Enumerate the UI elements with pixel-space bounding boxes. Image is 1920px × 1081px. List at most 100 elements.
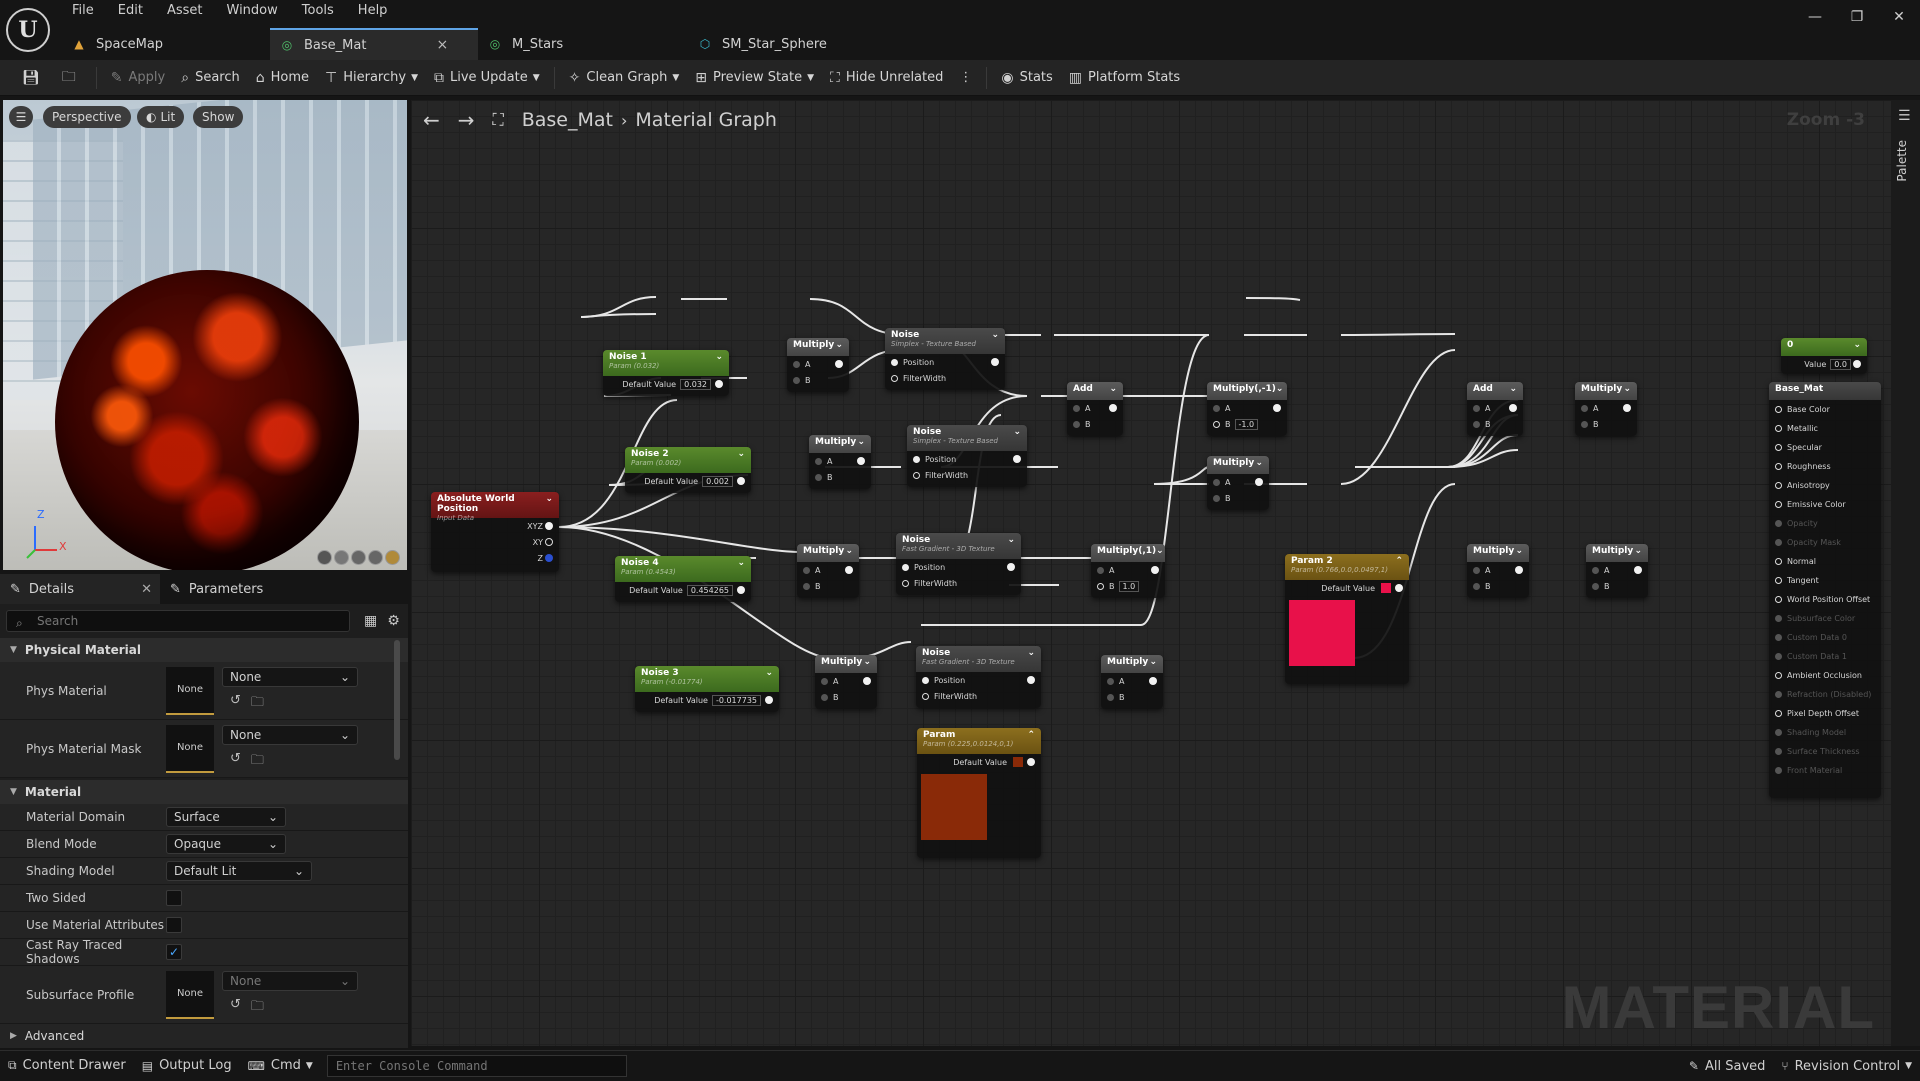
clean-graph-button[interactable]: ✧Clean Graph▼	[561, 64, 688, 92]
details-scrollbar[interactable]	[394, 640, 400, 760]
result-pin[interactable]: Roughness	[1769, 457, 1881, 476]
home-button[interactable]: ⌂Home	[248, 64, 317, 92]
search-button[interactable]: ⌕Search	[173, 64, 248, 92]
input-pin-b[interactable]: B	[815, 689, 877, 705]
output-pin-xy[interactable]: XY	[431, 534, 559, 550]
input-pin-b[interactable]: B	[809, 469, 871, 485]
tab-sm-star-sphere[interactable]: ⬡ SM_Star_Sphere	[688, 28, 888, 60]
node-multiply-3[interactable]: Multiply⌄ A B	[797, 544, 859, 598]
result-pin[interactable]: Metallic	[1769, 419, 1881, 438]
breadcrumb-asset[interactable]: Base_Mat	[521, 109, 613, 131]
output-log-button[interactable]: ▤Output Log	[134, 1051, 240, 1081]
input-pin-a[interactable]: A	[809, 453, 871, 469]
node-multiply-4[interactable]: Multiply⌄ A B	[815, 655, 877, 709]
input-pin-a[interactable]: A	[1207, 474, 1269, 490]
reset-arrow-icon[interactable]: ↺	[230, 996, 241, 1012]
reset-arrow-icon[interactable]: ↺	[230, 692, 241, 708]
save-button[interactable]: 💾︎	[14, 64, 54, 92]
shading-model-combo[interactable]: Default Lit⌄	[166, 861, 312, 881]
close-icon[interactable]: ✕	[141, 581, 152, 597]
node-add-1[interactable]: Add⌄ A B	[1067, 382, 1123, 436]
input-pin-a[interactable]: A	[787, 356, 849, 372]
breadcrumb-graph[interactable]: Material Graph	[635, 109, 777, 131]
result-pin[interactable]: Shading Model	[1769, 723, 1881, 742]
node-multiply-5[interactable]: Multiply⌄ A B	[1207, 456, 1269, 510]
input-pin-b[interactable]: B	[787, 372, 849, 388]
input-pin-position[interactable]: Position	[916, 672, 1041, 688]
result-pin[interactable]: Emissive Color	[1769, 495, 1881, 514]
input-pin-b[interactable]: B	[1586, 578, 1648, 594]
default-value-field[interactable]: 0.032	[680, 378, 711, 390]
cylinder-icon[interactable]	[317, 550, 332, 565]
tab-parameters[interactable]: ✎ Parameters	[160, 574, 273, 604]
use-material-attributes-checkbox[interactable]	[166, 917, 182, 933]
tab-m-stars[interactable]: ◎ M_Stars	[478, 28, 688, 60]
b-value-field[interactable]: 1.0	[1118, 580, 1140, 592]
section-advanced[interactable]: ▶ Advanced	[0, 1024, 408, 1048]
palette-tab[interactable]: Palette	[1895, 140, 1909, 182]
material-domain-combo[interactable]: Surface⌄	[166, 807, 286, 827]
result-pin[interactable]: Custom Data 0	[1769, 628, 1881, 647]
input-pin-b[interactable]: B	[1467, 416, 1523, 432]
hide-unrelated-button[interactable]: ⛶Hide Unrelated	[822, 64, 951, 92]
forward-arrow-icon[interactable]: →	[457, 108, 475, 132]
blend-mode-combo[interactable]: Opaque⌄	[166, 834, 286, 854]
tab-base-mat[interactable]: ◎ Base_Mat ×	[270, 28, 478, 60]
input-pin-filterwidth[interactable]: FilterWidth	[896, 575, 1021, 591]
default-value-field[interactable]: -0.017735	[711, 694, 761, 706]
stats-button[interactable]: ◉Stats	[993, 64, 1060, 92]
input-pin-b[interactable]: B	[797, 578, 859, 594]
result-pin[interactable]: Opacity Mask	[1769, 533, 1881, 552]
input-pin-b[interactable]: B-1.0	[1207, 416, 1287, 432]
node-multiply-8[interactable]: Multiply⌄ A B	[1467, 544, 1529, 598]
close-window-button[interactable]: ✕	[1893, 9, 1905, 25]
input-pin-a[interactable]: A	[1101, 673, 1163, 689]
cast-ray-traced-shadows-checkbox[interactable]: ✓	[166, 944, 182, 960]
browse-asset-icon[interactable]: 🗀	[250, 694, 264, 710]
node-multiply-2[interactable]: Multiply⌄ A B	[809, 435, 871, 489]
live-update-button[interactable]: ⧉Live Update▼	[426, 64, 548, 92]
node-multiply-7[interactable]: Multiply⌄ A B	[1575, 382, 1637, 436]
result-pin[interactable]: Opacity	[1769, 514, 1881, 533]
default-value-field[interactable]: 0.454265	[686, 584, 733, 596]
browse-asset-icon[interactable]: 🗀	[250, 752, 264, 768]
node-multiply-9[interactable]: Multiply⌄ A B	[1586, 544, 1648, 598]
result-pin[interactable]: Anisotropy	[1769, 476, 1881, 495]
menu-file[interactable]: File	[72, 3, 94, 18]
close-icon[interactable]: ×	[436, 37, 449, 53]
result-pin[interactable]: Refraction (Disabled)	[1769, 685, 1881, 704]
input-pin-filterwidth[interactable]: FilterWidth	[885, 370, 1005, 386]
default-value-field[interactable]: 0.002	[702, 475, 733, 487]
gear-icon[interactable]: ⚙	[387, 613, 400, 629]
show-button[interactable]: Show	[193, 106, 244, 128]
tab-spacemap[interactable]: ▲ SpaceMap	[62, 28, 270, 60]
result-pin[interactable]: World Position Offset	[1769, 590, 1881, 609]
two-sided-checkbox[interactable]	[166, 890, 182, 906]
input-pin-filterwidth[interactable]: FilterWidth	[907, 467, 1027, 483]
input-pin-b[interactable]: B	[1575, 416, 1637, 432]
teapot-icon[interactable]	[385, 550, 400, 565]
input-pin-a[interactable]: A	[1467, 400, 1523, 416]
menu-help[interactable]: Help	[357, 3, 388, 18]
result-pin[interactable]: Normal	[1769, 552, 1881, 571]
input-pin-b[interactable]: B	[1207, 490, 1269, 506]
browse-asset-icon[interactable]: 🗀	[250, 998, 264, 1014]
input-pin-a[interactable]: A	[1467, 562, 1529, 578]
subsurface-profile-combo[interactable]: None ⌄	[222, 970, 358, 991]
input-pin-b[interactable]: B	[1067, 416, 1123, 432]
sphere-icon[interactable]	[334, 550, 349, 565]
palette-menu-icon[interactable]: ☰	[1898, 108, 1911, 124]
material-preview-viewport[interactable]: ☰ Perspective ◐Lit Show Z X	[3, 100, 407, 570]
b-value-field[interactable]: -1.0	[1234, 418, 1259, 430]
browse-button[interactable]: 🗀	[54, 64, 90, 92]
